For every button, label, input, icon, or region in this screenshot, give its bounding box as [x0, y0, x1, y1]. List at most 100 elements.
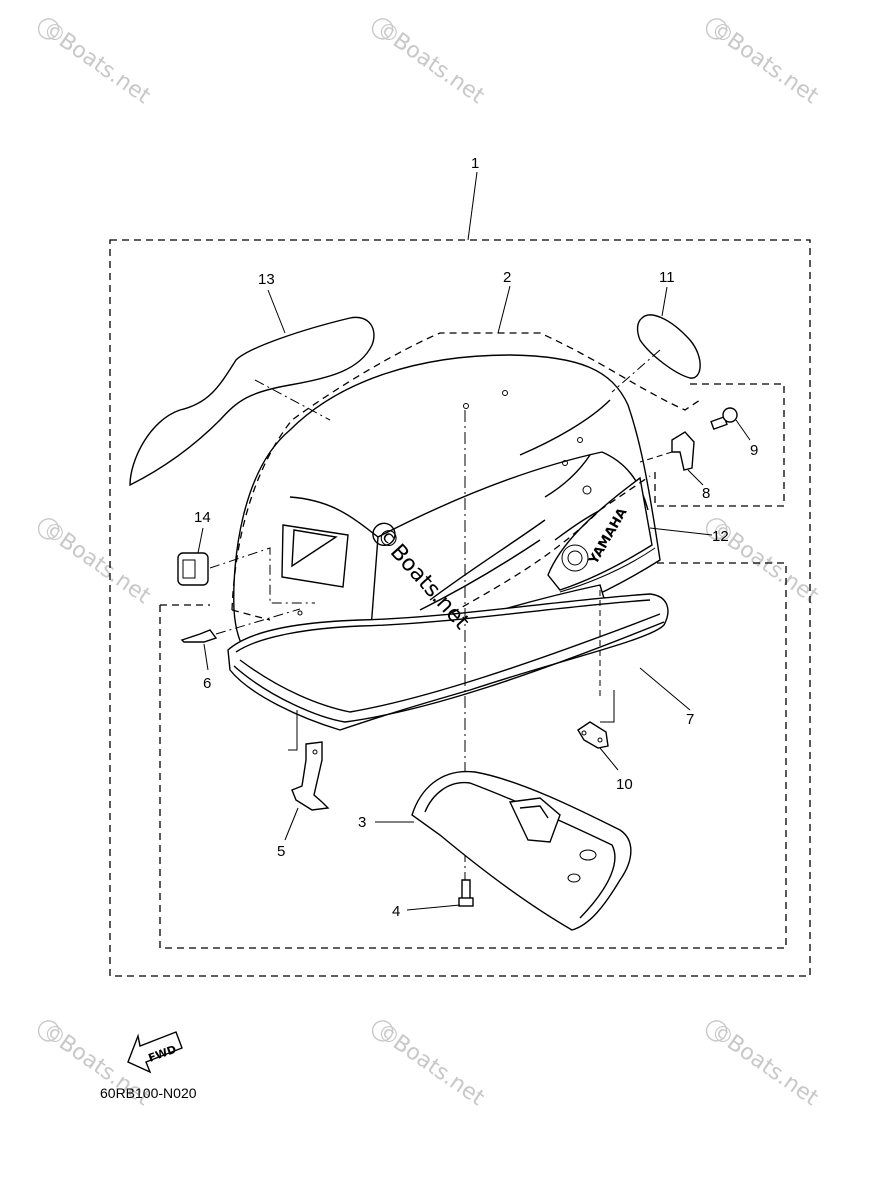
leader-10 [599, 747, 619, 771]
callout-11: 11 [659, 269, 675, 286]
leader-2 [497, 285, 511, 334]
leader-13 [267, 289, 286, 334]
assembly-outer-box [109, 239, 811, 977]
leader-11 [661, 286, 668, 317]
screw-9-head [722, 407, 738, 423]
seal-7-ridge-3 [233, 621, 665, 723]
cowling-streak-1 [544, 454, 591, 498]
clip-10-hole-2 [597, 737, 603, 743]
cowling-hole-2 [502, 390, 508, 396]
callout-7: 7 [686, 711, 694, 728]
cowling-streak-2 [519, 399, 611, 456]
cowling-side-seam [289, 496, 379, 669]
centerline-8 [639, 451, 673, 463]
seal-7-outer [227, 593, 669, 731]
clip-10-hole-1 [581, 730, 587, 736]
seal-7 [227, 593, 669, 731]
leader-7 [639, 667, 691, 711]
cowling-hole-4 [562, 460, 568, 466]
cowling-dash-outline [231, 332, 701, 621]
callout-13: 13 [258, 271, 275, 288]
leader-4 [406, 904, 461, 911]
bracket-box [654, 383, 785, 507]
watermark-bottom-right: © Boats.net [706, 1019, 823, 1112]
svg-text:Boats.net: Boats.net [722, 28, 823, 109]
decal-stripe-1 [559, 547, 656, 593]
watermark-top-left: © Boats.net [38, 17, 155, 110]
badge-14 [177, 552, 209, 586]
yamaha-emblem-inner-icon [567, 550, 583, 566]
callout-4: 4 [392, 903, 400, 920]
leader-12 [649, 527, 713, 536]
callout-10: 10 [616, 776, 633, 793]
callout-8: 8 [702, 485, 710, 502]
cowling-top-seam [377, 451, 603, 538]
bracket-5-hole [312, 749, 318, 755]
leader-14 [197, 527, 204, 554]
svg-text:Boats.net: Boats.net [54, 28, 155, 109]
cowling-hole-3 [577, 437, 583, 443]
callout-5: 5 [277, 843, 285, 860]
watermark-top-center: © Boats.net [372, 17, 489, 110]
bracket-5 [291, 741, 330, 811]
watermark-bottom-center: © Boats.net [372, 1019, 489, 1112]
side-strip-13 [129, 316, 375, 487]
callout-1: 1 [471, 155, 479, 172]
svg-text:Boats.net: Boats.net [388, 1030, 489, 1111]
seal-7-ridge-2 [239, 613, 661, 713]
cowling-rear-seam [601, 451, 649, 511]
bottom-piece-3 [411, 770, 632, 931]
fwd-arrow-icon: FWD [127, 1031, 183, 1074]
badge-14-detail [182, 559, 196, 579]
seal-7-ridge-1 [235, 599, 651, 653]
fwd-arrow-shape [127, 1031, 183, 1074]
svg-text:Boats.net: Boats.net [722, 528, 823, 609]
assembly-inner-box [159, 562, 787, 949]
guide-5 [288, 710, 298, 751]
yamaha-emblem-icon [561, 544, 589, 572]
centerline-14 [209, 547, 315, 604]
leader-9 [735, 419, 751, 441]
callout-14: 14 [194, 509, 211, 526]
callout-6: 6 [203, 675, 211, 692]
bottom-piece-3-boss [508, 797, 561, 843]
diagram-code: 60RB100-N020 [100, 1085, 197, 1101]
leader-1 [467, 171, 478, 241]
svg-text:Boats.net: Boats.net [388, 28, 489, 109]
callout-12: 12 [712, 528, 729, 545]
cowling-hole-5 [582, 485, 592, 495]
bottom-piece-3-outer [411, 770, 632, 931]
centerline-13 [254, 379, 331, 421]
screw-4 [458, 879, 474, 907]
cowling-streak-4 [429, 519, 546, 601]
guide-10 [600, 690, 615, 723]
decal-outline [547, 476, 653, 591]
bottom-piece-3-hole-2 [567, 873, 581, 883]
cowling-hole-1 [463, 403, 469, 409]
cowling-streak-3 [419, 539, 541, 611]
bottom-piece-3-boss-inner [519, 805, 549, 819]
screw-9 [710, 407, 738, 431]
callout-2: 2 [503, 269, 511, 286]
cowling-hole-6 [297, 610, 303, 616]
svg-text:Boats.net: Boats.net [722, 1030, 823, 1111]
cowling-vent-inner [291, 529, 338, 568]
watermark-top-right: © Boats.net [706, 17, 823, 110]
bottom-piece-3-hole-1 [579, 849, 597, 861]
leader-5 [284, 807, 299, 841]
callout-9: 9 [750, 442, 758, 459]
bracket-8 [671, 431, 695, 471]
leader-8 [687, 469, 704, 486]
centerline-11 [611, 349, 661, 393]
pin-6 [180, 629, 218, 643]
svg-text:Boats.net: Boats.net [54, 528, 155, 609]
pin-6-body [180, 629, 218, 643]
plate-11 [636, 314, 701, 379]
top-cowling [233, 354, 661, 673]
watermark-mid-left: © Boats.net [38, 517, 155, 610]
leader-6 [203, 643, 209, 671]
centerline-6 [215, 608, 301, 635]
callout-3: 3 [358, 814, 366, 831]
badge-14-body [177, 552, 209, 586]
